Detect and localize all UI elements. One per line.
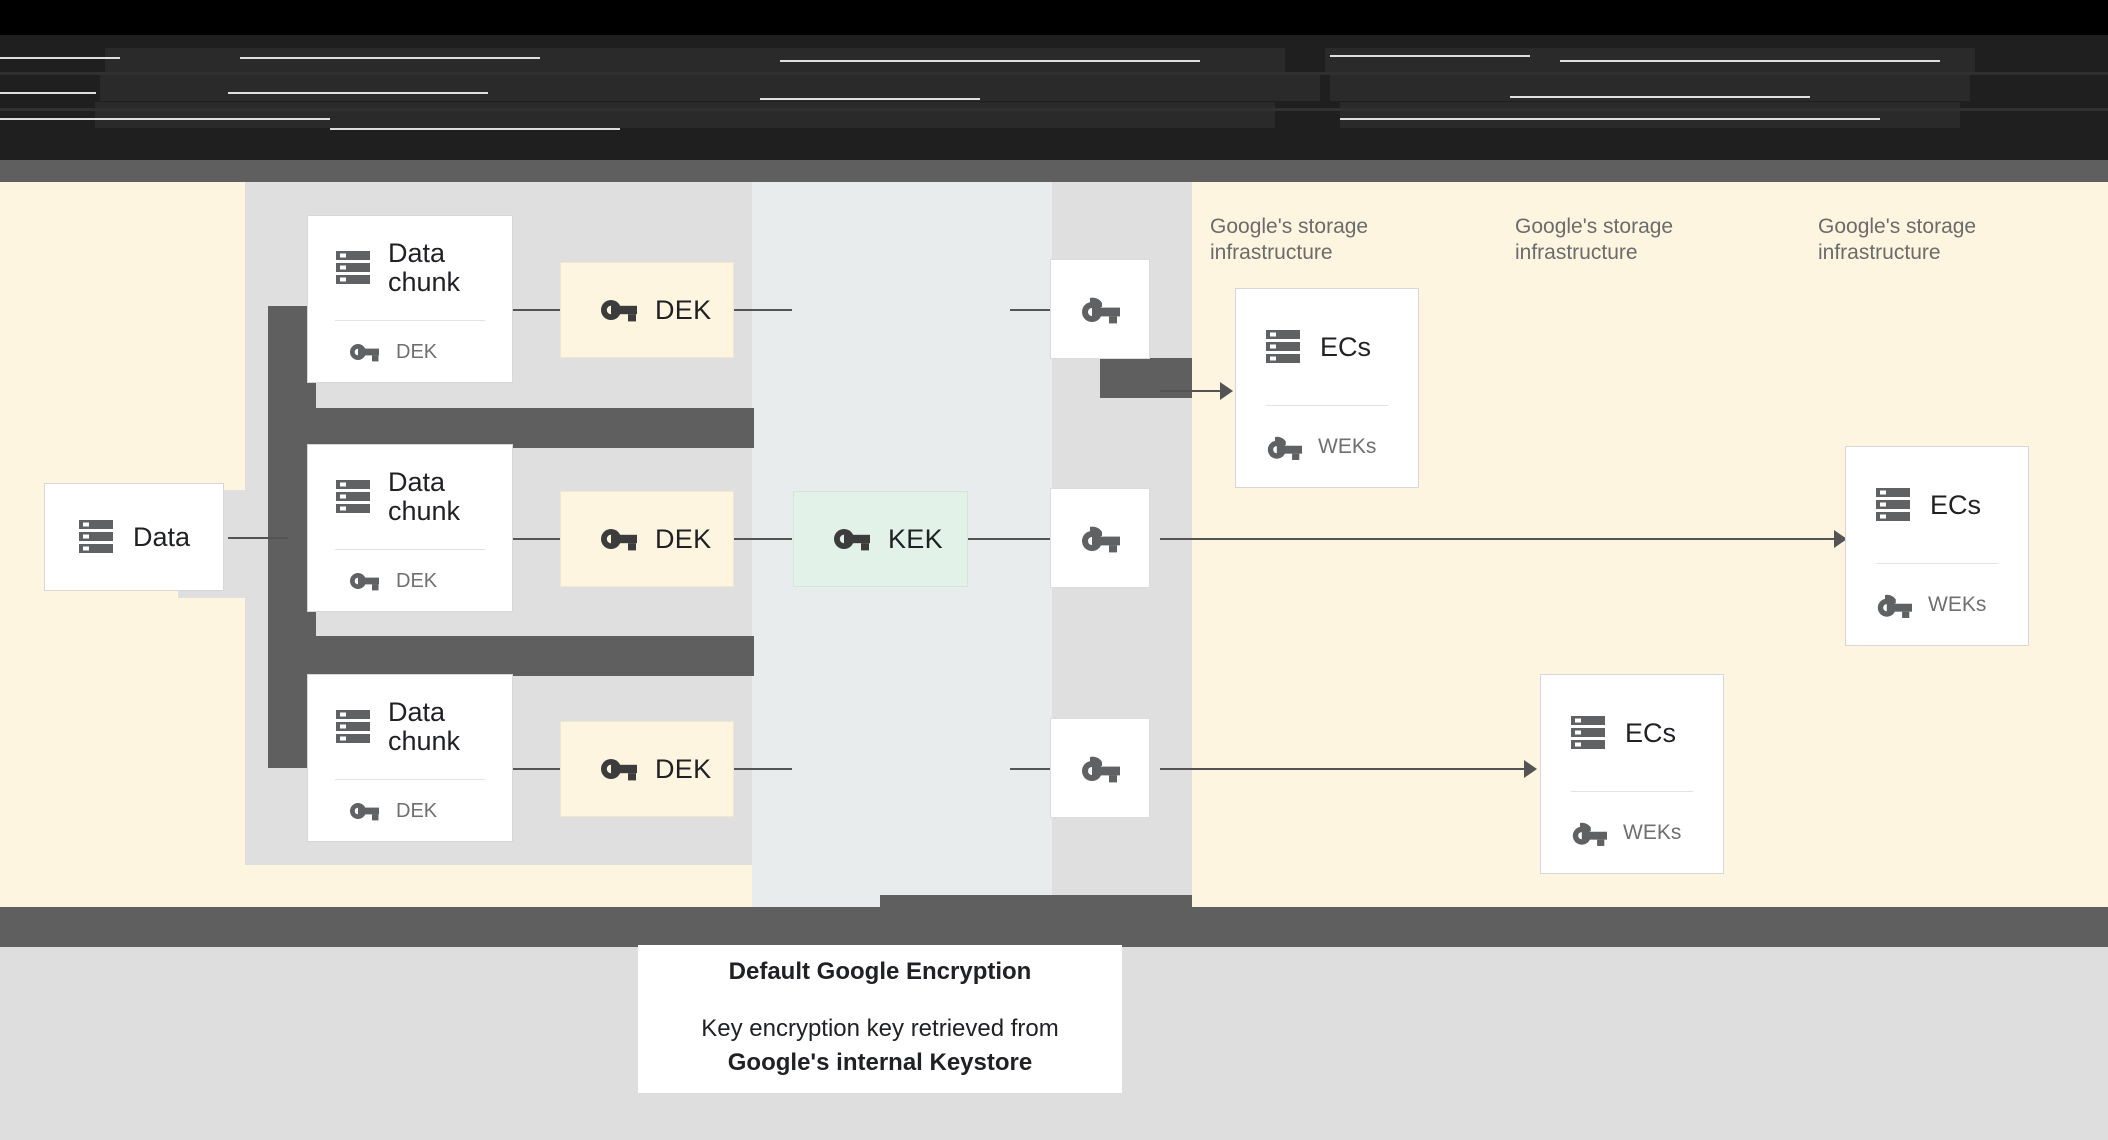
bottom-connector-bar: [880, 895, 1192, 907]
data-source-label: Data: [133, 521, 191, 552]
key-icon: [834, 527, 870, 551]
fanout-branch-bar-1: [268, 408, 754, 448]
ec-key-label: WEKs: [1318, 435, 1377, 458]
infra-label-2: Google's storage infrastructure: [1515, 215, 1674, 264]
ec-card-3[interactable]: ECs WEKs: [1540, 674, 1724, 874]
line-data-to-trunk: [228, 537, 288, 539]
header-garbled-row-6: [1340, 102, 1960, 128]
ec-key-label: WEKs: [1623, 821, 1682, 844]
wrapped-key-box-3[interactable]: [1050, 718, 1150, 818]
ec-title: ECs: [1625, 717, 1677, 748]
kek-label: KEK: [888, 523, 943, 554]
storage-icon: [1876, 487, 1910, 523]
bottom-dark-strip: [0, 907, 2108, 947]
storage-icon: [79, 519, 113, 555]
data-chunk-key-label: DEK: [396, 340, 438, 363]
line-dek3-out: [712, 768, 792, 770]
storage-icon: [336, 479, 370, 515]
line-dek2-out: [712, 538, 792, 540]
data-chunk-key-label: DEK: [396, 569, 438, 592]
line-chunk1-to-dek1: [513, 309, 593, 311]
caption-box: Default Google Encryption Key encryption…: [638, 945, 1122, 1093]
key-icon: [350, 342, 379, 362]
line-to-wek2: [1010, 538, 1082, 540]
line-chunk3-to-dek3: [513, 768, 593, 770]
line-to-wek1: [1010, 309, 1082, 311]
data-chunk-key-label: DEK: [396, 799, 438, 822]
line-to-wek3: [1010, 768, 1082, 770]
wrapped-key-icon: [1876, 591, 1912, 619]
data-chunk-title: Data chunk: [388, 697, 461, 756]
wrapped-key-box-1[interactable]: [1050, 259, 1150, 359]
dek-label: DEK: [655, 753, 712, 784]
arrow-head-ec1: [1220, 382, 1233, 400]
ec-title: ECs: [1930, 489, 1982, 520]
arrow-head-ec2: [1834, 530, 1847, 548]
ec-card-2[interactable]: ECs WEKs: [1845, 446, 2029, 646]
storage-icon: [1571, 715, 1605, 751]
infra-label-3: Google's storage infrastructure: [1818, 215, 1977, 264]
line-chunk2-to-dek2: [513, 538, 593, 540]
line-kek-out: [968, 538, 1030, 540]
caption-body: Key encryption key retrieved from Google…: [701, 1012, 1058, 1080]
storage-icon: [336, 250, 370, 286]
lane-grey-fill-top: [245, 182, 752, 220]
key-icon: [350, 801, 379, 821]
data-source-card[interactable]: Data: [44, 483, 224, 591]
wrapped-key-icon: [1266, 433, 1302, 461]
data-chunk-title: Data chunk: [388, 238, 461, 297]
storage-icon: [1266, 329, 1300, 365]
ec-card-1[interactable]: ECs WEKs: [1235, 288, 1419, 488]
wrapped-key-box-2[interactable]: [1050, 488, 1150, 588]
caption-title: Default Google Encryption: [728, 958, 1032, 985]
top-dark-strip: [0, 160, 2108, 182]
dek-box-2[interactable]: DEK: [560, 491, 734, 587]
key-icon: [601, 527, 637, 551]
header-garbled-row-2: [100, 75, 1320, 101]
ec-title: ECs: [1320, 331, 1372, 362]
wrapped-key-icon: [1571, 819, 1607, 847]
data-chunk-title: Data chunk: [388, 467, 461, 526]
arrow-line-ec2: [1160, 538, 1845, 540]
dek-box-1[interactable]: DEK: [560, 262, 734, 358]
obscured-header-band: [0, 0, 2108, 160]
caption-line-2: Google's internal Keystore: [727, 1049, 1033, 1076]
dek-label: DEK: [655, 294, 712, 325]
data-chunk-card-2[interactable]: Data chunk DEK: [307, 444, 513, 612]
data-chunk-card-3[interactable]: Data chunk DEK: [307, 674, 513, 842]
arrow-head-ec3: [1524, 760, 1537, 778]
line-dek1-out: [712, 309, 792, 311]
wrapped-key-icon: [1080, 753, 1120, 783]
key-icon: [601, 757, 637, 781]
arrow-line-ec3: [1160, 768, 1535, 770]
key-icon: [350, 571, 379, 591]
key-icon: [601, 298, 637, 322]
header-garbled-row-3: [95, 102, 1275, 128]
fanout-branch-bar-2: [268, 636, 754, 676]
wek-bar-row1: [1100, 358, 1192, 398]
dek-box-3[interactable]: DEK: [560, 721, 734, 817]
dek-label: DEK: [655, 523, 712, 554]
arrow-line-ec1: [1160, 390, 1230, 392]
infra-label-1: Google's storage infrastructure: [1210, 215, 1369, 264]
caption-line-1: Key encryption key retrieved from: [701, 1015, 1059, 1042]
kek-box[interactable]: KEK: [793, 491, 968, 587]
storage-icon: [336, 709, 370, 745]
wrapped-key-icon: [1080, 294, 1120, 324]
ec-key-label: WEKs: [1928, 593, 1987, 616]
data-chunk-card-1[interactable]: Data chunk DEK: [307, 215, 513, 383]
wrapped-key-icon: [1080, 523, 1120, 553]
